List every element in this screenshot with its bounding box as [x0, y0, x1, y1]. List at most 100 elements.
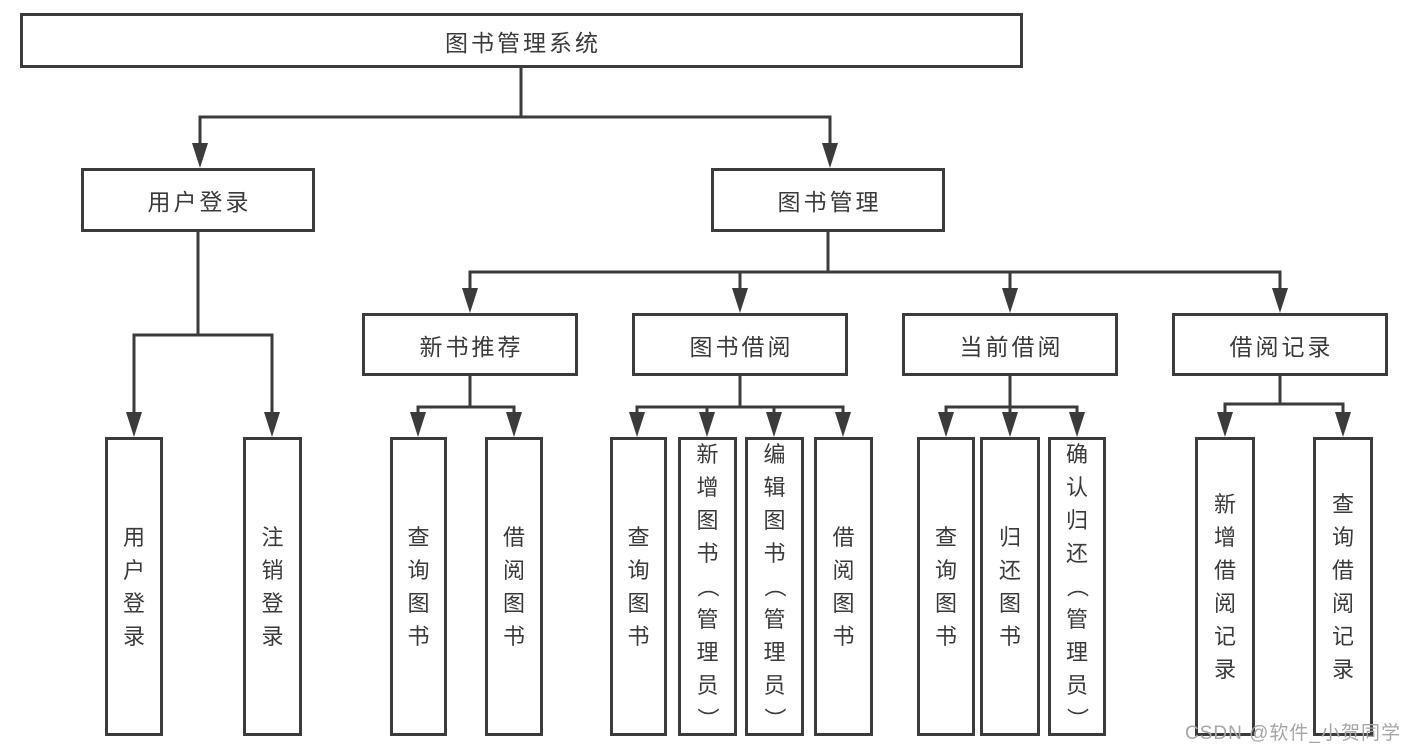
label-char: 理 [1065, 640, 1088, 665]
label-char: 确 [1065, 442, 1088, 467]
arrowhead-icon [1002, 412, 1018, 437]
node-new-book-recommend: 新书推荐 [362, 313, 578, 376]
label-char: 书 [934, 623, 957, 649]
label-char: 借 [1213, 557, 1236, 583]
label-char: 查 [627, 524, 650, 550]
node-leaf-query-books-1: 查询图书 [390, 437, 447, 736]
label-char: 增 [696, 475, 719, 500]
label-char: 用 [122, 524, 145, 550]
arrowhead-icon [699, 412, 715, 437]
arrowhead-icon [1272, 288, 1288, 313]
label-char: 录 [1213, 656, 1236, 682]
label-char: 借 [502, 524, 525, 550]
label-char: 图 [407, 590, 430, 616]
label-char: （ [1064, 575, 1090, 598]
node-label-leaf-borrow-books-2: 借阅图书 [817, 440, 870, 733]
label-char: 阅 [1213, 590, 1236, 616]
label-char: 借 [1331, 557, 1354, 583]
label-char: 登 [122, 590, 145, 616]
node-label-leaf-user-login: 用户登录 [108, 440, 160, 733]
node-leaf-return-books: 归还图书 [980, 437, 1040, 736]
label-char: 理 [763, 640, 786, 665]
label-char: 员 [696, 673, 719, 698]
arrowhead-icon [410, 412, 426, 437]
label-char: 归 [998, 524, 1021, 550]
arrowhead-icon [1002, 288, 1018, 313]
node-label-new-book-recommend: 新书推荐 [419, 333, 524, 360]
label-char: 还 [1065, 541, 1088, 566]
label-char: 查 [407, 524, 430, 550]
node-label-root: 图书管理系统 [445, 29, 601, 56]
label-char: 询 [627, 557, 650, 583]
label-char: 户 [122, 557, 145, 583]
label-char: 新 [1213, 491, 1236, 517]
node-leaf-logout: 注销登录 [243, 437, 302, 736]
label-char: 图 [502, 590, 525, 616]
label-char: 阅 [502, 557, 525, 583]
label-char: ） [762, 707, 787, 730]
label-char: 辑 [763, 475, 786, 500]
label-char: 归 [1065, 508, 1088, 533]
label-char: 销 [261, 557, 284, 583]
label-char: 书 [407, 623, 430, 649]
node-label-leaf-borrow-books-1: 借阅图书 [488, 440, 540, 733]
arrowhead-icon [938, 412, 954, 437]
node-leaf-query-books-3: 查询图书 [917, 437, 975, 736]
label-char: 阅 [832, 557, 855, 583]
label-char: ） [1064, 707, 1090, 730]
node-leaf-add-book-admin: 新增图书（管理员） [678, 437, 737, 736]
label-char: 图 [832, 590, 855, 616]
label-char: 编 [763, 442, 786, 467]
label-char: 管 [696, 607, 719, 632]
node-leaf-confirm-return-admin: 确认归还 （ 管理员 ） [1048, 437, 1106, 736]
arrowhead-icon [822, 143, 838, 168]
label-char: 注 [261, 524, 284, 550]
label-char: 员 [1065, 673, 1088, 698]
label-char: 管 [1065, 607, 1088, 632]
label-char: 登 [261, 590, 284, 616]
label-char: 记 [1213, 623, 1236, 649]
label-char: 图 [934, 590, 957, 616]
label-char: 认 [1065, 475, 1088, 500]
label-char: 图 [696, 508, 719, 533]
node-label-leaf-logout: 注销登录 [246, 440, 299, 733]
arrowhead-icon [1335, 412, 1351, 437]
label-char: 录 [122, 623, 145, 649]
node-book-borrow: 图书借阅 [632, 313, 848, 376]
label-char: 理 [696, 640, 719, 665]
node-label-book-management: 图书管理 [777, 189, 882, 215]
node-label-leaf-query-borrow-record: 查询借阅记录 [1316, 440, 1370, 733]
node-label-leaf-edit-book-admin: 编辑图书（管理员） [748, 440, 801, 733]
label-char: 借 [832, 524, 855, 550]
label-char: 书 [696, 541, 719, 566]
label-char: 书 [998, 623, 1021, 649]
arrowhead-icon [462, 288, 478, 313]
node-label-leaf-query-books-3: 查询图书 [920, 440, 972, 733]
arrowhead-icon [506, 412, 522, 437]
watermark: CSDN @软件_小贺同学 [1185, 723, 1401, 744]
node-leaf-user-login: 用户登录 [105, 437, 163, 736]
node-leaf-edit-book-admin: 编辑图书（管理员） [745, 437, 804, 736]
node-leaf-add-borrow-record: 新增借阅记录 [1195, 437, 1255, 736]
arrowhead-icon [264, 412, 280, 437]
label-char: 查 [934, 524, 957, 550]
label-char: 书 [502, 623, 525, 649]
label-char: 增 [1213, 524, 1236, 550]
node-label-current-borrow: 当前借阅 [959, 333, 1064, 360]
arrowhead-icon [1217, 412, 1233, 437]
label-char: 记 [1331, 623, 1354, 649]
label-char: 还 [998, 557, 1021, 583]
arrowhead-icon [766, 412, 782, 437]
label-char: 书 [763, 541, 786, 566]
arrowhead-icon [835, 412, 851, 437]
node-leaf-query-books-2: 查询图书 [610, 437, 667, 736]
node-label-leaf-add-borrow-record: 新增借阅记录 [1198, 440, 1252, 733]
label-char: 员 [763, 673, 786, 698]
node-borrow-records: 借阅记录 [1172, 313, 1388, 376]
node-current-borrow: 当前借阅 [902, 313, 1118, 376]
node-label-leaf-query-books-2: 查询图书 [613, 440, 664, 733]
label-char: 图 [627, 590, 650, 616]
node-label-book-borrow: 图书借阅 [689, 333, 794, 360]
